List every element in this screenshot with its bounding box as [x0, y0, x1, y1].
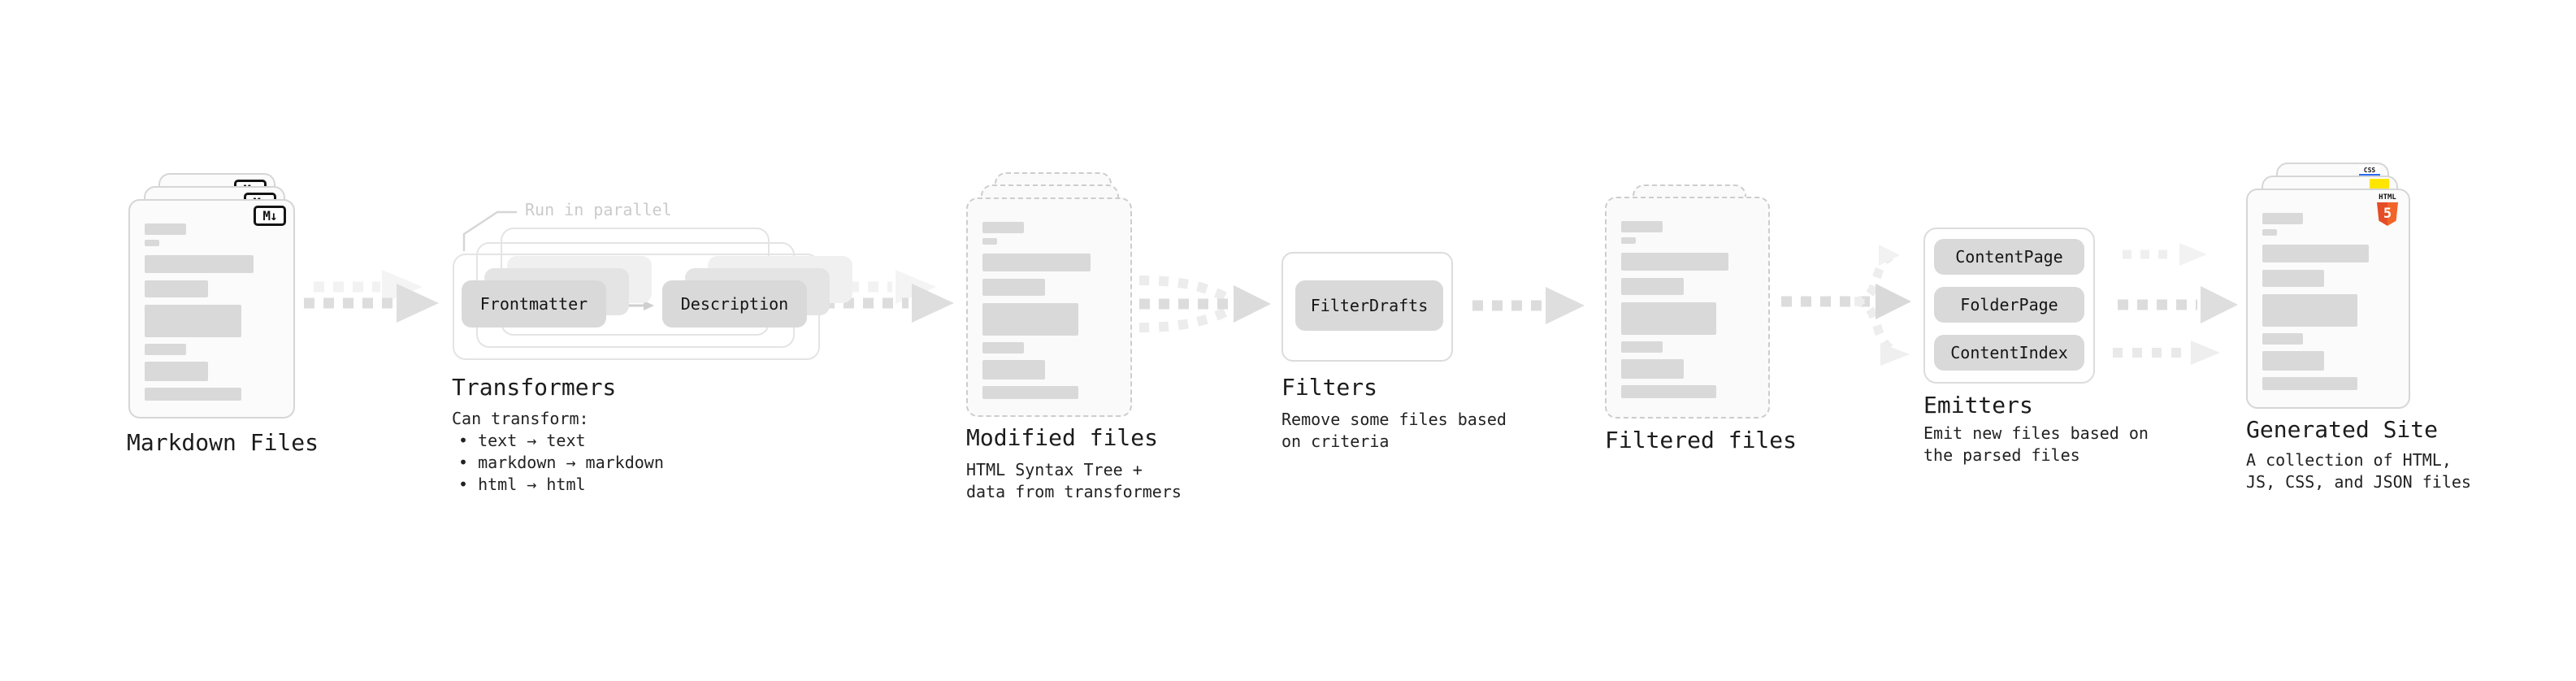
- arrow-filtered-to-emitters-icon: [1781, 245, 1911, 366]
- frontmatter-box: Frontmatter: [462, 280, 606, 327]
- doc-text-line: [145, 388, 241, 401]
- arrow-markdown-to-transformers-icon: [304, 270, 439, 323]
- filters-caption: on criteria: [1281, 432, 1390, 451]
- doc-text-line: [2262, 377, 2357, 390]
- doc-text-lines: [968, 199, 1130, 415]
- arrow-modified-to-filters-icon: [1138, 275, 1271, 332]
- html5-icon-five: 5: [2383, 206, 2392, 222]
- doc-text-line: [145, 305, 241, 337]
- markdown-file-front: M↓: [128, 199, 295, 419]
- generated-site-caption: A collection of HTML,: [2246, 450, 2452, 470]
- doc-text-line: [145, 344, 187, 355]
- doc-text-line: [2262, 229, 2277, 236]
- doc-text-line: [1621, 385, 1717, 398]
- generated-file-html: HTML 5: [2246, 189, 2410, 409]
- emitters-label: Emitters: [1923, 392, 2033, 419]
- markdown-files-label: Markdown Files: [127, 429, 319, 456]
- modified-files-caption: data from transformers: [966, 482, 1182, 501]
- doc-text-line: [982, 303, 1079, 336]
- js-icon: [2370, 179, 2389, 190]
- markdown-icon: M↓: [254, 206, 286, 226]
- contentindex-box: ContentIndex: [1934, 335, 2084, 371]
- arrow-emitters-to-generated-icon: [2113, 243, 2238, 365]
- emitters-frame: ContentPage FolderPage ContentIndex: [1923, 228, 2095, 384]
- html5-icon-word: HTML: [2379, 193, 2396, 202]
- generated-site-label: Generated Site: [2246, 416, 2439, 443]
- transformers-bullet: • markdown → markdown: [458, 453, 664, 472]
- filters-frame: FilterDrafts: [1281, 252, 1453, 362]
- doc-text-line: [145, 280, 208, 297]
- doc-text-line: [982, 254, 1091, 271]
- doc-text-line: [982, 386, 1079, 399]
- doc-text-line: [2262, 333, 2304, 345]
- transformers-bullet: • text → text: [458, 431, 586, 450]
- filtered-files-label: Filtered files: [1605, 427, 1798, 453]
- emitters-caption: the parsed files: [1923, 445, 2080, 465]
- html5-icon: HTML 5: [2374, 193, 2400, 226]
- doc-text-line: [2262, 294, 2357, 327]
- doc-text-line: [1621, 278, 1684, 295]
- doc-text-line: [145, 223, 187, 235]
- doc-text-line: [982, 279, 1046, 296]
- doc-text-lines: [2248, 190, 2409, 407]
- doc-text-line: [982, 222, 1024, 233]
- transformers-bullet: • html → html: [458, 475, 586, 494]
- doc-text-line: [1621, 237, 1636, 244]
- arrow-filters-to-filtered-icon: [1472, 287, 1585, 324]
- doc-text-line: [982, 238, 998, 245]
- folderpage-box: FolderPage: [1934, 287, 2084, 323]
- modified-file-front: [966, 197, 1132, 417]
- transformers-caption: Can transform:: [452, 409, 589, 428]
- doc-text-line: [982, 342, 1024, 354]
- doc-text-lines: [130, 201, 293, 417]
- doc-text-line: [145, 240, 160, 246]
- run-in-parallel-note: Run in parallel: [525, 200, 672, 219]
- filterdrafts-box: FilterDrafts: [1295, 280, 1443, 331]
- contentpage-box: ContentPage: [1934, 239, 2084, 275]
- description-box: Description: [662, 280, 807, 327]
- filtered-file-front: [1605, 197, 1770, 419]
- doc-text-line: [145, 255, 254, 273]
- doc-text-line: [2262, 245, 2370, 262]
- doc-text-line: [1621, 302, 1717, 335]
- modified-files-caption: HTML Syntax Tree +: [966, 460, 1143, 479]
- doc-text-line: [1621, 253, 1729, 271]
- modified-files-label: Modified files: [966, 424, 1159, 451]
- filters-caption: Remove some files based: [1281, 410, 1507, 429]
- generated-site-caption: JS, CSS, and JSON files: [2246, 472, 2471, 492]
- doc-text-line: [2262, 213, 2304, 224]
- doc-text-line: [982, 360, 1046, 380]
- doc-text-line: [2262, 270, 2325, 287]
- doc-text-line: [145, 362, 208, 381]
- emitters-caption: Emit new files based on: [1923, 423, 2149, 443]
- filters-label: Filters: [1281, 374, 1378, 401]
- doc-text-lines: [1607, 198, 1768, 417]
- doc-text-line: [1621, 359, 1684, 379]
- doc-text-line: [1621, 221, 1663, 232]
- doc-text-line: [1621, 341, 1663, 353]
- doc-text-line: [2262, 351, 2325, 371]
- transformers-label: Transformers: [452, 374, 617, 401]
